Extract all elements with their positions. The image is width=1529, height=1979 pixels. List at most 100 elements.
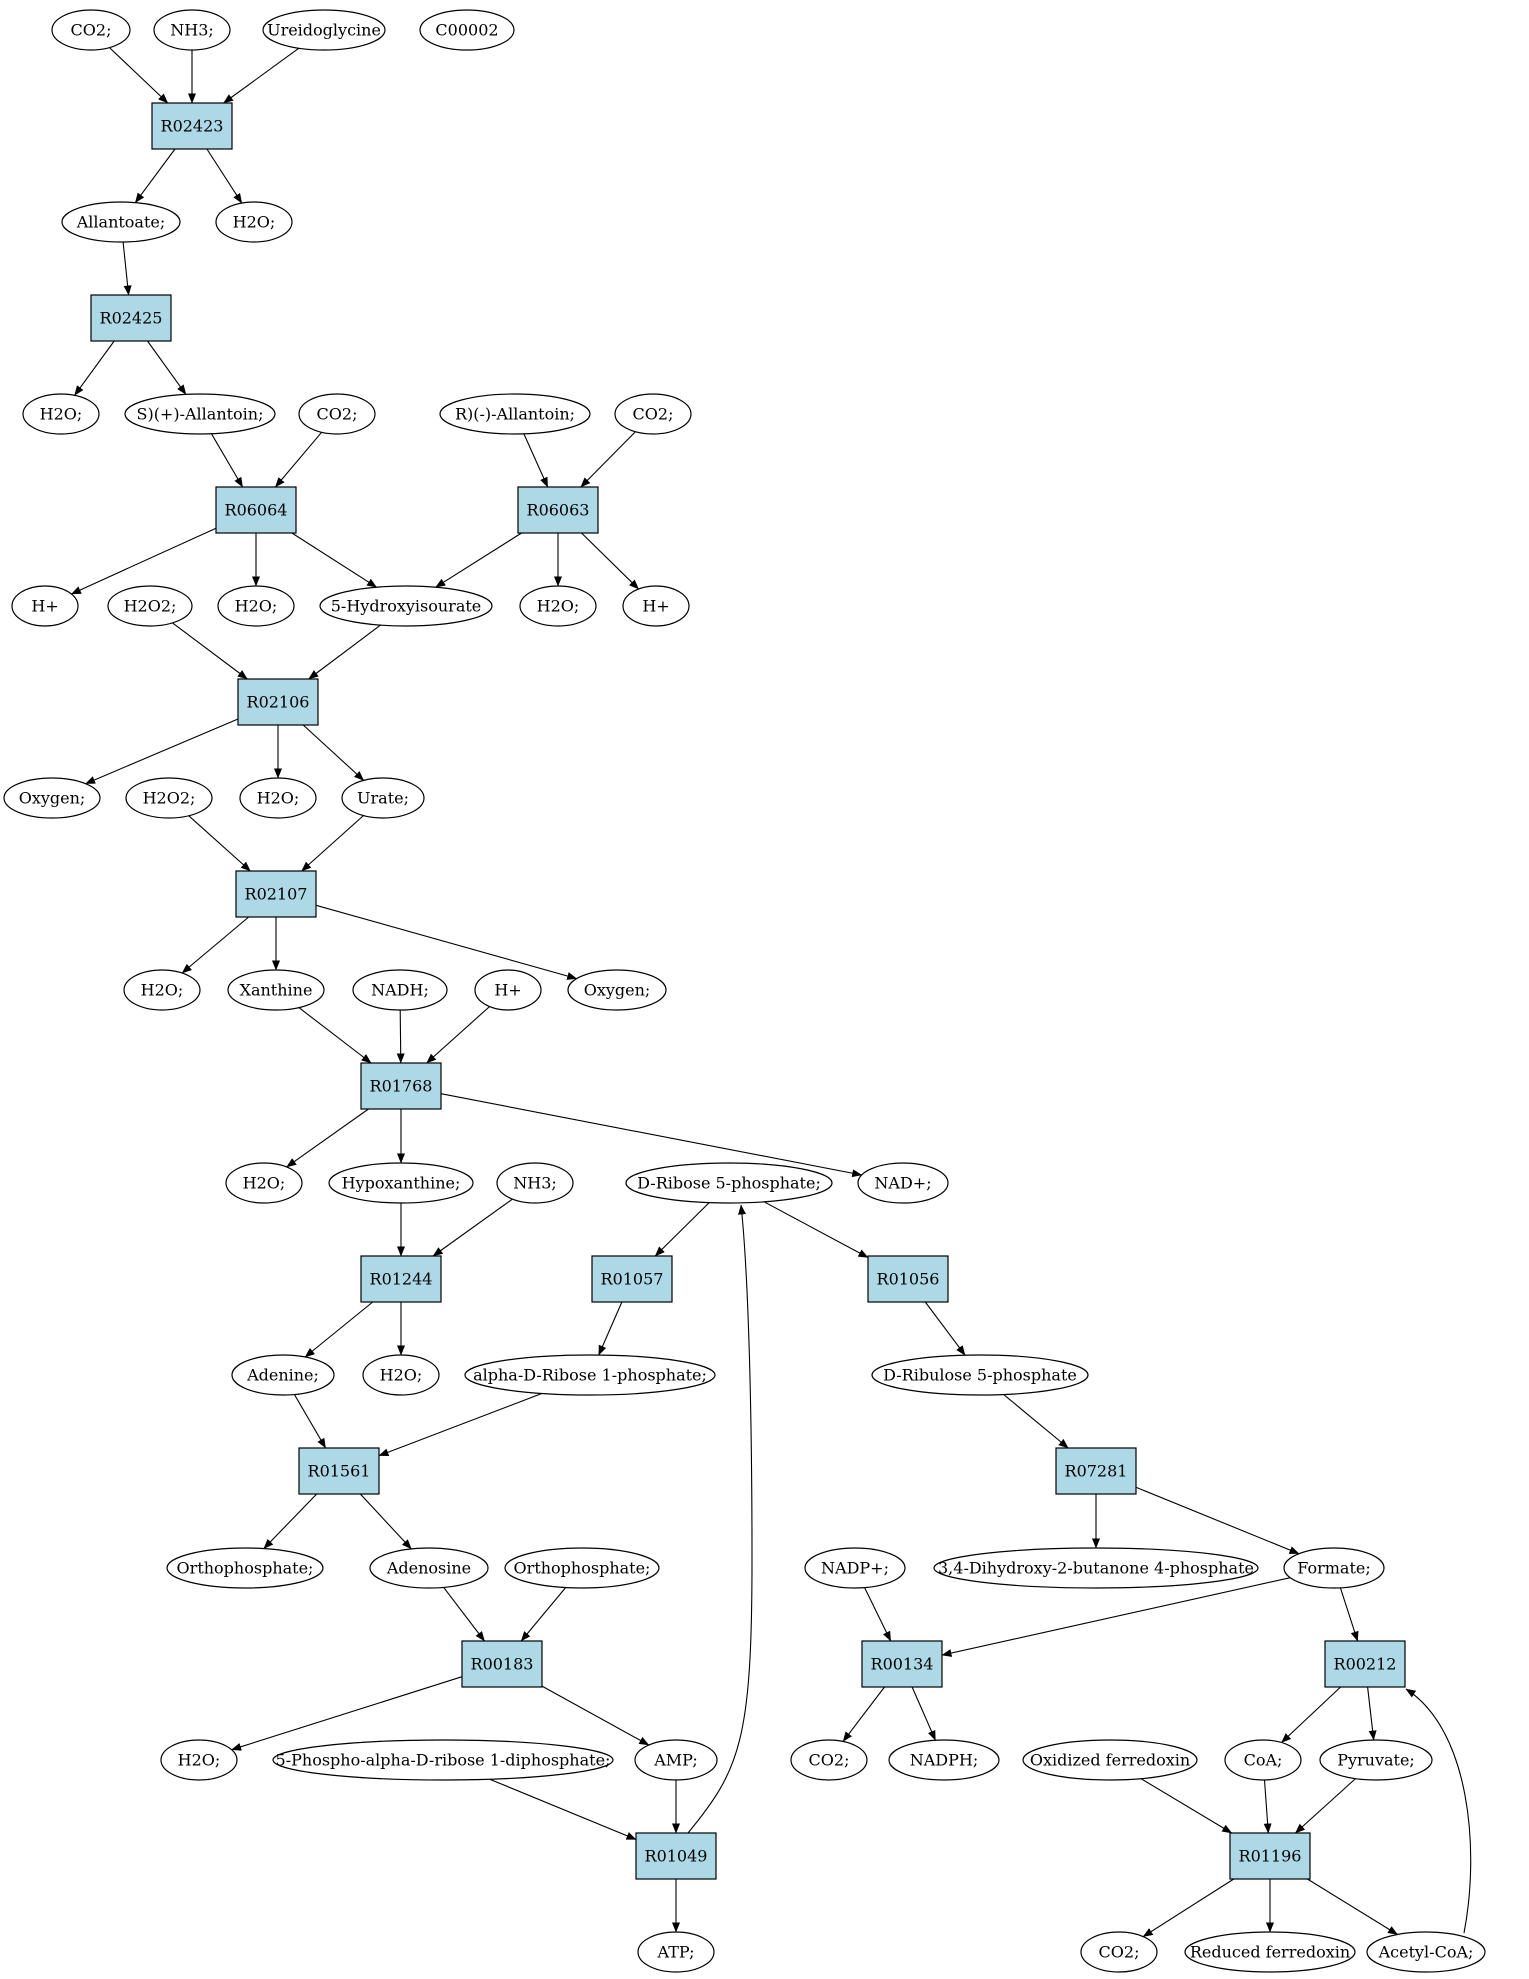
node-label: 5-Phospho-alpha-D-ribose 1-diphosphate; — [276, 1751, 611, 1770]
node-label: Acetyl-CoA; — [1378, 1943, 1474, 1962]
edge-nadh-to-r01768 — [396, 1009, 405, 1064]
edge-r02107-to-oxygen_b — [315, 904, 578, 980]
node-label: NH3; — [513, 1174, 557, 1193]
compound-node-nh3_b: NH3; — [496, 1162, 574, 1204]
node-label: H2O; — [537, 597, 580, 616]
compound-node-ribose1p: alpha-D-Ribose 1-phosphate; — [464, 1354, 716, 1396]
compound-node-prpp: 5-Phospho-alpha-D-ribose 1-diphosphate; — [272, 1739, 614, 1781]
reaction-node-r01049: R01049 — [635, 1832, 717, 1880]
compound-node-hplus_c: H+ — [474, 969, 542, 1011]
node-label: Orthophosphate; — [177, 1559, 314, 1578]
compound-ellipse — [1319, 1739, 1433, 1781]
edge-hydroxyisourate-to-r02106 — [308, 624, 381, 680]
node-label: H2O; — [235, 597, 278, 616]
reaction-node-r01057: R01057 — [591, 1255, 673, 1303]
reaction-box — [861, 1640, 943, 1688]
edge-r06064-to-hydroxyisourate — [291, 532, 378, 588]
reaction-node-r07281: R07281 — [1055, 1447, 1137, 1495]
reaction-box — [1229, 1832, 1311, 1880]
compound-ellipse — [1224, 1739, 1302, 1781]
node-label: Pyruvate; — [1337, 1751, 1415, 1770]
compound-ellipse — [567, 969, 667, 1011]
compound-ellipse — [1366, 1931, 1486, 1973]
edge-hplus_c-to-r01768 — [426, 1006, 490, 1064]
reaction-node-r00183: R00183 — [461, 1640, 543, 1688]
node-label: NAD+; — [874, 1174, 931, 1193]
edge-r02106-to-oxygen_a — [85, 718, 239, 785]
compound-ellipse — [888, 1739, 1000, 1781]
compound-ellipse — [11, 585, 79, 627]
reaction-node-r01768: R01768 — [360, 1062, 442, 1110]
node-label: R06063 — [527, 501, 590, 520]
edge-r02107-to-h2o_f — [181, 916, 250, 974]
edge-adenosine-to-r00183 — [443, 1587, 485, 1642]
compound-ellipse — [22, 393, 100, 435]
compound-ellipse — [61, 201, 181, 243]
compound-ellipse — [217, 585, 295, 627]
compound-ellipse — [804, 1547, 906, 1589]
edge-ribulose5p-to-r07281 — [1003, 1394, 1069, 1449]
reaction-node-r01561: R01561 — [298, 1447, 380, 1495]
reaction-node-r02425: R02425 — [90, 294, 172, 342]
compound-node-adenine: Adenine; — [231, 1354, 335, 1396]
compound-node-formate: Formate; — [1283, 1547, 1385, 1589]
reaction-box — [360, 1255, 442, 1303]
compound-ellipse — [123, 969, 201, 1011]
node-label: S)(+)-Allantoin; — [136, 405, 263, 424]
node-label: H+ — [31, 597, 58, 616]
edge-h2o2_a-to-r02106 — [172, 622, 248, 680]
edge-r00134-to-nadph — [911, 1686, 936, 1741]
compound-ellipse — [519, 585, 597, 627]
edge-urate-to-r02107 — [301, 815, 364, 872]
node-label: Ureidoglycine — [267, 21, 381, 40]
edge-co2_b-to-r06064 — [274, 431, 323, 488]
reaction-box — [867, 1255, 949, 1303]
compound-node-h2o_a: H2O; — [215, 201, 293, 243]
edge-formate-to-r00134 — [941, 1577, 1291, 1657]
node-label: H2O2; — [143, 789, 196, 808]
edge-ox_ferredoxin-to-r01196 — [1140, 1778, 1233, 1834]
edge-ribose1p-to-r01561 — [378, 1392, 542, 1457]
edge-r01768-to-nadplus — [440, 1093, 863, 1178]
reaction-box — [591, 1255, 673, 1303]
node-label: H+ — [642, 597, 669, 616]
node-label: R00212 — [1334, 1655, 1397, 1674]
edge-r00212-to-coa — [1281, 1686, 1341, 1743]
compound-ellipse — [341, 777, 425, 819]
compound-ellipse — [625, 1162, 833, 1204]
compound-node-h2o_h: H2O; — [362, 1354, 440, 1396]
compound-node-pyruvate: Pyruvate; — [1319, 1739, 1433, 1781]
node-label: C00002 — [435, 21, 498, 40]
compound-node-co2_d: CO2; — [790, 1739, 868, 1781]
reaction-box — [461, 1640, 543, 1688]
reaction-node-r02423: R02423 — [151, 102, 233, 150]
reaction-node-r06064: R06064 — [215, 486, 297, 534]
node-label: H2O; — [243, 1174, 286, 1193]
edge-r06063-to-hydroxyisourate — [435, 532, 522, 588]
edge-r01056-to-ribulose5p — [924, 1301, 966, 1356]
edge-pyruvate-to-r01196 — [1295, 1778, 1356, 1834]
reaction-box — [235, 870, 317, 918]
edge-adenine-to-r01561 — [293, 1394, 327, 1449]
compound-ellipse — [166, 1547, 324, 1589]
compound-node-s_allantoin: S)(+)-Allantoin; — [124, 393, 276, 435]
node-label: Oxidized ferredoxin — [1030, 1751, 1190, 1770]
node-label: H2O; — [257, 789, 300, 808]
node-label: D-Ribulose 5-phosphate — [883, 1366, 1077, 1385]
reaction-box — [360, 1062, 442, 1110]
reaction-box — [298, 1447, 380, 1495]
compound-ellipse — [328, 1162, 474, 1204]
node-label: Allantoate; — [76, 213, 166, 232]
edge-ureido-to-r02423 — [223, 47, 300, 104]
node-label: R01768 — [370, 1077, 433, 1096]
node-label: R)(-)-Allantoin; — [455, 405, 575, 424]
compound-node-ortho_a: Orthophosphate; — [166, 1547, 324, 1589]
node-label: R00183 — [471, 1655, 534, 1674]
reaction-box — [90, 294, 172, 342]
compound-node-h2o2_a: H2O2; — [107, 585, 193, 627]
node-label: R01056 — [877, 1270, 940, 1289]
compound-ellipse — [871, 1354, 1089, 1396]
compound-node-nadh: NADH; — [352, 969, 448, 1011]
compound-ellipse — [272, 1739, 614, 1781]
